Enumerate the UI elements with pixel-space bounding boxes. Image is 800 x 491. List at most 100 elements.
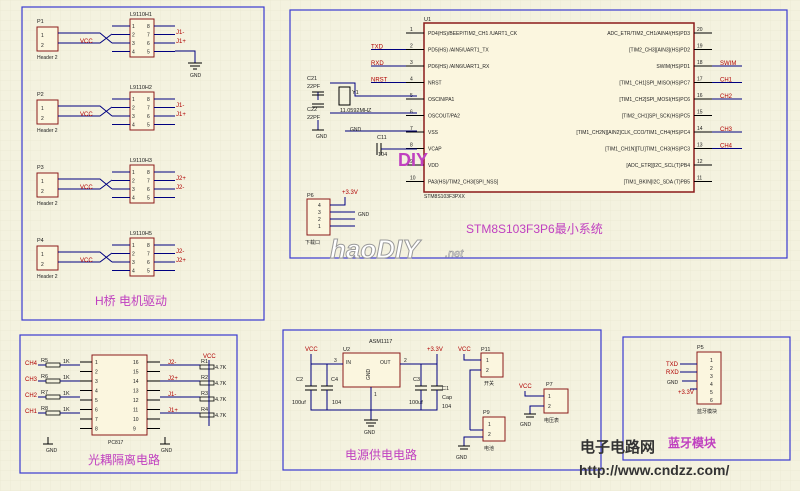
l9110-chip (129, 91, 155, 131)
p7-vcc: VCC (519, 384, 532, 390)
header-pin: 1 (41, 33, 44, 39)
header-pin: 1 (41, 252, 44, 258)
chip-pin: 5 (147, 123, 150, 129)
mcu-pin-name: OSCOUT/PA2 (428, 114, 460, 120)
p7-pin2: 2 (548, 404, 551, 410)
mcu-pin-name: [TIM1_CH1N][TLI]TIM1_CH3(HS)PC3 (605, 147, 690, 153)
p9-desc: 电池 (484, 445, 494, 452)
power-vcc: VCC (305, 347, 318, 353)
opto-out-label: J2- (168, 360, 176, 366)
opto-pin: 14 (133, 379, 139, 385)
mcu-pin-number: 20 (697, 27, 703, 33)
mcu-net-label: TXD (371, 45, 384, 51)
reg-label: ASM1117 (369, 339, 392, 345)
watermark-cn: 电子电路网 (580, 438, 655, 456)
opto-resistor-label: R1 (201, 359, 208, 365)
chip-pin: 2 (132, 33, 135, 39)
chip-pin: 5 (147, 269, 150, 275)
bt-pin: 4 (710, 382, 713, 388)
out-label: J2- (176, 249, 184, 255)
p9-header (482, 416, 506, 442)
crystal-gnd: GND (316, 134, 328, 140)
power-plus33: +3.3V (427, 347, 443, 353)
mcu-pin-number: 7 (410, 126, 413, 132)
c1-value: Cap (442, 395, 452, 401)
p7-label: P7 (546, 382, 553, 388)
gnd-label: GND (190, 73, 202, 79)
mcu-net-label: NRST (371, 78, 388, 84)
chip-pin: 2 (132, 252, 135, 258)
opto-resistor-label: R5 (41, 358, 48, 364)
header-pin: 1 (41, 106, 44, 112)
p7-pin1: 1 (548, 394, 551, 400)
mcu-section: U1 STM8S103F3PXX 1PD4(HS)/BEEP/TIM2_CH1 … (305, 17, 742, 246)
opto-resistor-value: 4.7K (215, 413, 227, 419)
chip-pin: 4 (132, 123, 135, 129)
mcu-pin-name: OSCIN/PA1 (428, 97, 455, 103)
chip-pin: 7 (147, 179, 150, 185)
out-label: J1- (176, 103, 184, 109)
opto-resistor-value: 4.7K (215, 365, 227, 371)
c11-gnd: GND (350, 127, 362, 133)
header-type: Header 2 (37, 128, 58, 134)
chip-label: L9110H2 (130, 85, 152, 91)
p11-vcc: VCC (458, 347, 471, 353)
c1-value2: 104 (442, 404, 451, 410)
p7-desc: 电压表 (544, 417, 559, 424)
mcu-pin-name: NRST (428, 81, 442, 87)
mcu-pin-name: PD5(HS) /AIN5/UART1_TX (428, 48, 489, 54)
c21-value: 22PF (307, 84, 321, 90)
opto-title: 光耦隔离电路 (88, 452, 160, 467)
c2-label: C2 (296, 377, 303, 383)
out-label: J2- (176, 185, 184, 191)
opto-resistor-label: R6 (41, 374, 48, 380)
p9-label: P9 (483, 410, 490, 416)
mcu-pin-name: [TIM2_CH1]SPI_SCK(HS)PC5 (622, 114, 690, 120)
l9110-chip (129, 18, 155, 58)
power-gnd: GND (364, 430, 376, 436)
bt-pin: 2 (710, 366, 713, 372)
header-label: P2 (37, 92, 44, 98)
p9-pin2: 2 (488, 432, 491, 438)
opto-resistor-value: 1K (63, 407, 70, 413)
opto-channel-label: CH1 (25, 409, 38, 415)
reg-in: IN (346, 360, 351, 366)
p11-desc: 开关 (484, 380, 494, 387)
reg-gndpin: GND (366, 369, 372, 381)
opto-pin: 8 (95, 427, 98, 433)
mcu-pin-name: [TIM1_CH1]SPI_MISO(HS)PC7 (619, 81, 690, 87)
opto-pin: 3 (95, 379, 98, 385)
c2-value: 100uf (292, 400, 306, 406)
chip-pin: 7 (147, 106, 150, 112)
chip-pin: 4 (132, 269, 135, 275)
opto-pin: 16 (133, 360, 139, 366)
opto-resistor (199, 396, 215, 402)
chip-pin: 8 (147, 243, 150, 249)
mcu-pin-name: [ADC_ETR][I2C_SCL(T)PB4 (626, 163, 690, 169)
p11-header (480, 352, 504, 378)
chip-pin: 6 (147, 260, 150, 266)
p7-gnd: GND (520, 422, 532, 428)
chip-pin: 4 (132, 196, 135, 202)
out-label: J1+ (176, 39, 186, 45)
c22-label: C22 (307, 107, 317, 113)
c3-label: C3 (413, 377, 420, 383)
header-type: Header 2 (37, 274, 58, 280)
bt-header (696, 351, 722, 405)
mcu-pin-name: [TIM1_BKIN]I2C_SDA (T)PB5 (624, 180, 691, 186)
opto-resistor-label: R7 (41, 390, 48, 396)
p5-label: P5 (697, 345, 704, 351)
mcu-pin-number: 16 (697, 93, 703, 99)
chip-label: L9110H1 (130, 12, 152, 18)
l9110-chip (129, 237, 155, 277)
bt-rxd: RXD (666, 370, 679, 376)
y1-label: Y1 (352, 90, 359, 96)
header-body (36, 99, 59, 125)
bt-title: 蓝牙模块 (668, 435, 717, 450)
c4-value: 104 (332, 400, 341, 406)
p6-plus33: +3.3V (342, 190, 358, 196)
